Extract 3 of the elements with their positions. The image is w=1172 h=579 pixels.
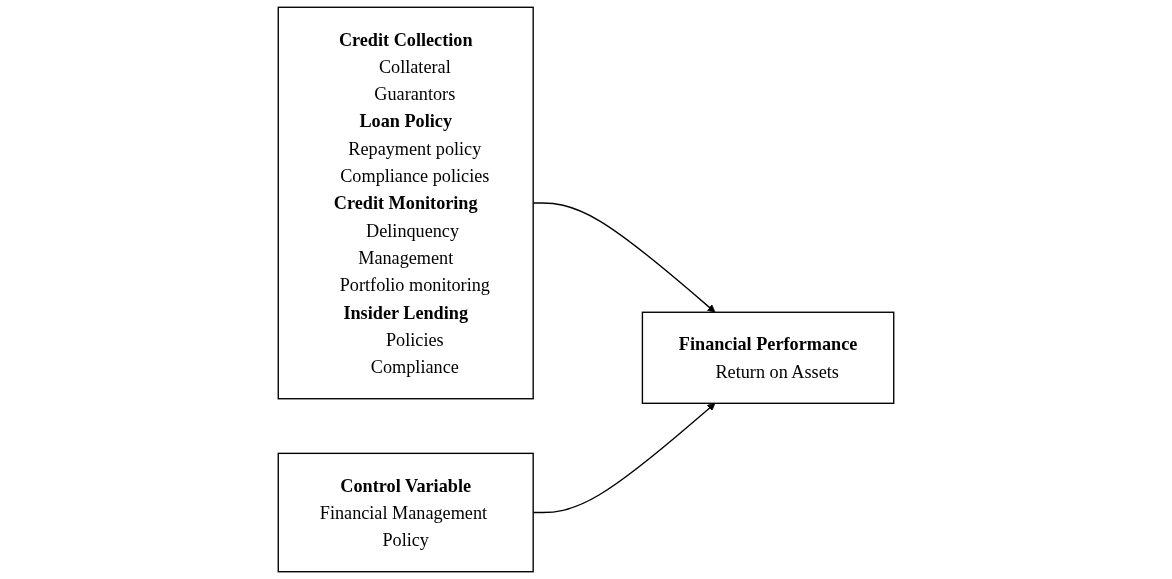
node-box: Control Variable Financial Management Policy xyxy=(277,452,534,573)
node-box: Financial Performance Return on Assets xyxy=(641,311,895,404)
node-box: Credit Collection Collateral Guarantors Loan Policy Repayment policy Compliance policies Credit Monitoring Delinquency Management Portfolio monitoring Insider Lending Policies Compliance xyxy=(277,6,534,400)
